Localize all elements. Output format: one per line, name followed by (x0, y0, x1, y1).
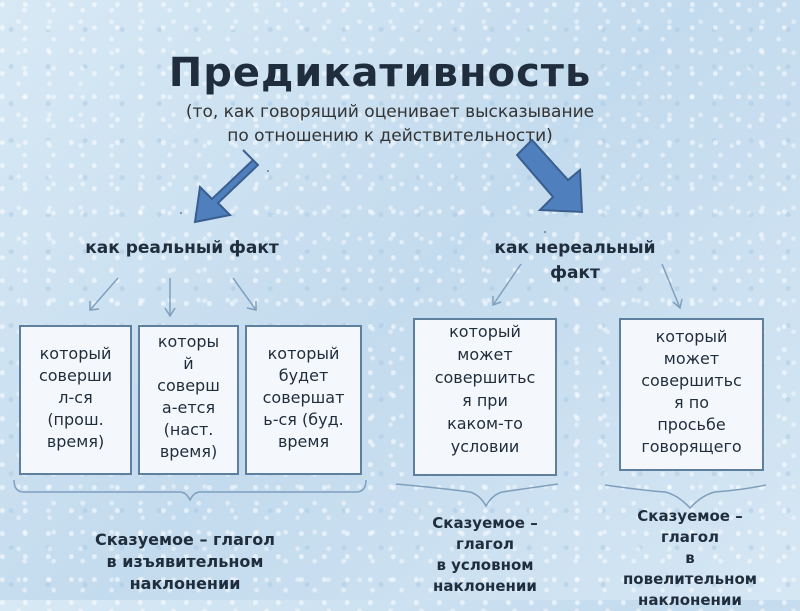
box-imperative: который может совершитьс я по просьбе го… (619, 318, 764, 471)
thin-arrows (89, 263, 683, 318)
unreal-fact-line: как нереальный (494, 238, 656, 258)
box-line: ь-ся (буд. (263, 410, 344, 429)
subtitle: (то, как говорящий оценивает высказывани… (150, 100, 630, 148)
summary-line: глагол (660, 528, 720, 546)
box-line: время) (46, 432, 105, 451)
box-line: который (267, 344, 340, 363)
box-line: которы (157, 332, 220, 351)
box-line: (наст. (163, 420, 214, 439)
summary-line: в условном (436, 556, 534, 574)
braces (13, 479, 767, 510)
box-present: которы й соверш а-ется (наст. время) (138, 325, 239, 475)
box-line: совершат (262, 388, 345, 407)
summary-indicative: Сказуемое – глагол в изъявительном накло… (50, 529, 320, 595)
summary-line: в (685, 549, 695, 567)
box-line: условии (450, 437, 520, 456)
box-past: который соверши л-ся (прош. время) (19, 325, 132, 475)
summary-line: глагол (455, 535, 515, 553)
box-line: я по (674, 393, 709, 412)
summary-line: наклонении (433, 577, 537, 595)
summary-line: повелительном (622, 570, 758, 588)
summary-line: в изъявительном (106, 552, 264, 571)
box-line: может (663, 349, 720, 368)
box-line: который (655, 327, 728, 346)
summary-line: Сказуемое – глагол (95, 530, 275, 549)
box-line: время (277, 432, 330, 451)
box-line: й (183, 354, 194, 373)
box-line: просьбе (657, 415, 726, 434)
box-line: (прош. (47, 410, 104, 429)
box-line: соверш (157, 376, 220, 395)
big-arrow-left (193, 149, 260, 224)
box-line: совершитьс (641, 371, 742, 390)
subtitle-line: по отношению к действительности) (227, 126, 553, 146)
summary-line: Сказуемое – (432, 514, 538, 532)
big-arrow-right (515, 138, 584, 214)
specks (180, 170, 546, 233)
summary-line: Сказуемое – (637, 507, 743, 525)
unreal-fact-line: факт (550, 263, 600, 283)
box-conditional: который может совершитьс я при каком-то … (413, 318, 557, 476)
box-line: время) (159, 442, 218, 461)
page-title: Предикативность (168, 50, 592, 96)
box-line: который (449, 322, 521, 341)
subtitle-line: (то, как говорящий оценивает высказывани… (185, 102, 595, 122)
box-line: л-ся (58, 388, 93, 407)
box-line: соверши (38, 366, 113, 385)
summary-line: наклонении (638, 591, 742, 609)
summary-conditional: Сказуемое – глагол в условном наклонении (405, 513, 565, 597)
box-line: будет (278, 366, 329, 385)
summary-line: наклонении (129, 574, 241, 593)
box-future: который будет совершат ь-ся (буд. время (245, 325, 362, 475)
box-line: я при (462, 391, 508, 410)
summary-imperative: Сказуемое – глагол в повелительном накло… (605, 506, 775, 611)
box-line: может (457, 345, 513, 364)
unreal-fact-label: как нереальный факт (470, 236, 680, 286)
box-line: а-ется (161, 398, 216, 417)
box-line: который (39, 344, 112, 363)
box-line: говорящего (641, 437, 742, 456)
real-fact-label: как реальный факт (85, 238, 279, 258)
box-line: каком-то (447, 414, 523, 433)
box-line: совершитьс (434, 368, 536, 387)
